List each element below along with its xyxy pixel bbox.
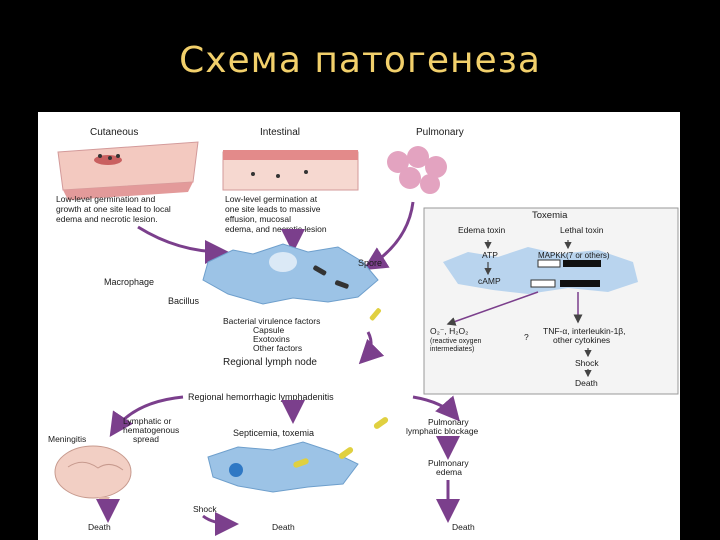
death-label-meningitis: Death — [88, 522, 111, 532]
spore-label: Spore — [358, 258, 382, 268]
bloodstream-cell — [207, 417, 389, 493]
pulmonary-label: Pulmonary — [416, 127, 464, 138]
lymphatic-spread-label: Lymphatic or hematogenous spread — [123, 416, 182, 444]
inset-shock-label: Shock — [575, 358, 599, 368]
meningitis-label: Meningitis — [48, 434, 86, 444]
edema-toxin-label: Edema toxin — [458, 225, 506, 235]
pulmonary-blockage-label: Pulmonary lymphatic blockage — [406, 417, 479, 436]
shock-label: Shock — [193, 504, 217, 514]
arrow-to-meningitis — [109, 395, 184, 437]
cutaneous-label: Cutaneous — [90, 127, 138, 138]
diagram-panel: Cutaneous Low-level germination and grow… — [38, 112, 680, 540]
septicemia-label: Septicemia, toxemia — [233, 428, 314, 438]
macrophage-cell — [202, 243, 381, 321]
cytokines-label: other cytokines — [553, 335, 610, 345]
atp-label: ATP — [482, 250, 498, 260]
inset-death-label: Death — [575, 378, 598, 388]
pulmonary-alveoli-illustration — [387, 146, 447, 194]
death-label-septicemia: Death — [272, 522, 295, 532]
ros-note: (reactive oxygen intermediates) — [430, 338, 483, 353]
macrophage-label: Macrophage — [104, 277, 154, 287]
lethal-toxin-label: Lethal toxin — [560, 225, 604, 235]
death-label-pulmonary: Death — [452, 522, 475, 532]
camp-label: cAMP — [478, 276, 501, 286]
arrow-pulmonary-to-macrophage — [362, 201, 415, 271]
intestinal-label: Intestinal — [260, 127, 300, 138]
tnf-label: TNF-α, interleukin-1β, — [543, 326, 626, 336]
cutaneous-tissue-illustration — [57, 141, 199, 200]
pathogenesis-diagram: Cutaneous Low-level germination and grow… — [48, 127, 679, 536]
regional-lymph-node-label: Regional lymph node — [223, 357, 317, 368]
arrow-shock-to-death — [202, 511, 239, 536]
mapkk-label: MAPKK(7 or others) — [538, 251, 610, 260]
arrow-to-pulmonary-blockage — [412, 395, 460, 422]
unknown-mediator-label: ? — [524, 332, 529, 342]
toxemia-inset — [423, 207, 679, 395]
ros-label: O₂⁻, H₂O₂ — [430, 326, 468, 336]
lymphadenitis-label: Regional hemorrhagic lymphadenitis — [188, 392, 334, 402]
intestinal-caption: Low-level germination at one site leads … — [225, 194, 327, 234]
cutaneous-caption: Low-level germination and growth at one … — [56, 194, 173, 224]
virulence-factors-label: Bacterial virulence factors Capsule Exot… — [223, 316, 323, 353]
slide-title: Схема патогенеза — [179, 40, 541, 81]
pulmonary-edema-label: Pulmonary edema — [428, 458, 471, 477]
arrow-to-ros — [446, 291, 539, 326]
bacillus-label: Bacillus — [168, 296, 200, 306]
toxemia-title: Toxemia — [532, 210, 568, 221]
brain-illustration — [54, 445, 132, 507]
arrow-to-lymph-node — [358, 331, 385, 365]
intestinal-tissue-illustration — [222, 150, 359, 191]
arrow-cutaneous-to-macrophage — [137, 225, 229, 264]
